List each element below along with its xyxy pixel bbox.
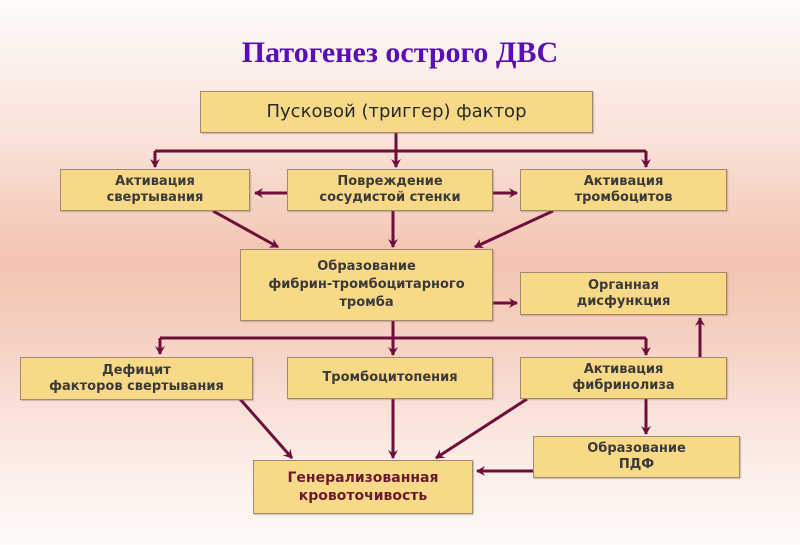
node-thrombus-formation: Образование фибрин-тромбоцитарного тромб… xyxy=(240,249,493,321)
node-vessel-wall-damage: Повреждение сосудистой стенки xyxy=(287,169,493,211)
diagram-title: Патогенез острого ДВС xyxy=(241,36,559,69)
node-generalized-bleeding: Генерализованная кровоточивость xyxy=(253,460,473,514)
edge-deficit-bleeding xyxy=(238,398,294,459)
node-coagulation-activation-label: Активация свертывания xyxy=(106,174,204,205)
edge-coag-thrombus xyxy=(212,209,279,249)
node-organ-dysfunction-label: Органная дисфункция xyxy=(576,277,671,309)
node-thrombocytopenia: Тромбоцитопения xyxy=(287,357,493,399)
node-fibrinolysis-activation: Активация фибринолиза xyxy=(520,357,727,399)
node-organ-dysfunction: Органная дисфункция xyxy=(520,272,727,315)
edge-fibrinolysis-bleeding xyxy=(435,397,528,460)
node-platelet-activation-label: Активация тромбоцитов xyxy=(574,174,673,205)
node-fdp-formation: Образование ПДФ xyxy=(533,436,740,478)
node-vessel-wall-damage-label: Повреждение сосудистой стенки xyxy=(319,174,461,205)
node-factor-deficit-label: Дефицит факторов свертывания xyxy=(49,362,224,394)
node-platelet-activation: Активация тромбоцитов xyxy=(520,169,727,211)
node-fdp-formation-label: Образование ПДФ xyxy=(587,441,686,472)
node-fibrinolysis-activation-label: Активация фибринолиза xyxy=(572,362,675,393)
node-generalized-bleeding-label: Генерализованная кровоточивость xyxy=(287,470,439,504)
edge-platelet-thrombus xyxy=(474,209,554,249)
node-trigger-factor-label: Пусковой (триггер) фактор xyxy=(266,101,527,122)
node-thrombocytopenia-label: Тромбоцитопения xyxy=(322,370,458,385)
node-factor-deficit: Дефицит факторов свертывания xyxy=(20,357,253,400)
node-coagulation-activation: Активация свертывания xyxy=(60,169,250,211)
node-trigger-factor: Пусковой (триггер) фактор xyxy=(200,91,593,133)
node-thrombus-formation-label: Образование фибрин-тромбоцитарного тромб… xyxy=(268,259,465,310)
